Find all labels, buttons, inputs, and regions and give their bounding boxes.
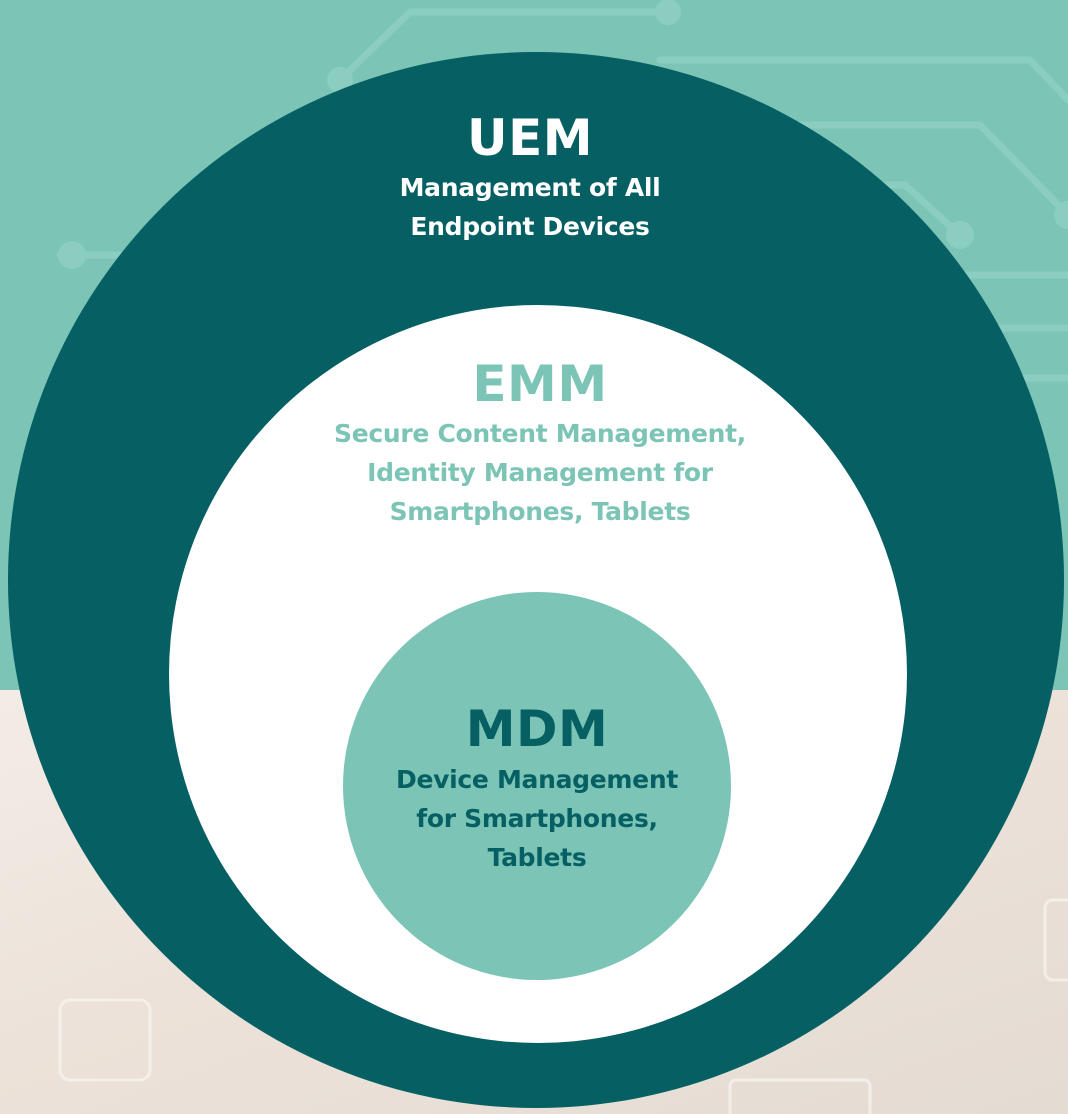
uem-title: UEM: [466, 109, 593, 167]
mdm-circle: [343, 592, 731, 980]
uem-label: UEM Management of All Endpoint Devices: [330, 108, 730, 246]
mdm-description: Device Management for Smartphones, Table…: [396, 765, 678, 872]
emm-label: EMM Secure Content Management, Identity …: [300, 354, 780, 531]
mdm-title: MDM: [465, 700, 609, 758]
uem-description: Management of All Endpoint Devices: [399, 173, 661, 241]
emm-title: EMM: [472, 355, 608, 413]
mdm-label: MDM Device Management for Smartphones, T…: [370, 698, 704, 877]
emm-description: Secure Content Management, Identity Mana…: [334, 419, 746, 526]
